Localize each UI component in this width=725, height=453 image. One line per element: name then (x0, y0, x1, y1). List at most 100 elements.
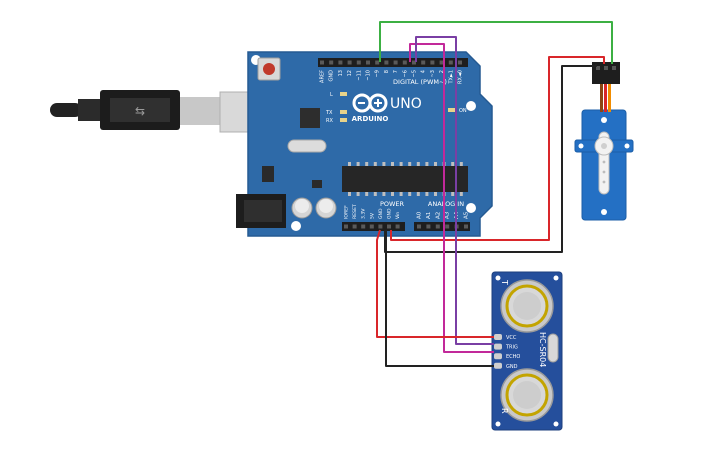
digital-pin-label: RX◄0 (458, 70, 464, 84)
power-pin[interactable] (395, 224, 400, 229)
wire-echo (415, 36, 494, 345)
board-model: UNO (390, 96, 422, 112)
mount-hole (291, 221, 301, 231)
led-on (448, 108, 456, 112)
sensor-crystal (547, 333, 559, 363)
sensor-pin[interactable] (494, 362, 502, 369)
analog-pin-label: A5 (464, 211, 470, 219)
digital-pin[interactable] (448, 60, 453, 65)
chip-leg (382, 162, 386, 166)
chip-leg (459, 192, 463, 196)
servo-screw (601, 209, 607, 215)
reset-button-cap[interactable] (263, 63, 275, 75)
arduino-logo-icon (352, 93, 388, 113)
power-pin-label: 5V (369, 212, 375, 219)
power-pin[interactable] (387, 224, 391, 229)
digital-pin[interactable] (421, 60, 426, 65)
board-brand: ARDUINO (352, 115, 389, 123)
wire-sensor-vcc (376, 229, 494, 338)
sensor-pin[interactable] (494, 353, 502, 360)
digital-pin-label: GND (329, 70, 335, 82)
power-pin[interactable] (361, 224, 366, 229)
chip-leg (434, 162, 437, 166)
digital-pin[interactable] (375, 60, 380, 65)
power-pin[interactable] (344, 224, 348, 229)
servo-lead-brown (600, 82, 603, 112)
usb-icon: ⇆ (135, 104, 145, 118)
digital-pin[interactable] (356, 60, 361, 65)
chip-leg (391, 162, 394, 166)
servo-screw (601, 117, 607, 123)
voltage-regulator (262, 166, 274, 182)
power-pin[interactable] (352, 224, 357, 229)
power-pin[interactable] (378, 224, 383, 229)
usb-cable-strain (50, 103, 82, 117)
chip-leg (451, 162, 455, 166)
digital-pin[interactable] (366, 60, 370, 65)
digital-pin[interactable] (393, 60, 398, 65)
digital-header-label: DIGITAL (PWM~) (393, 78, 447, 86)
wires (376, 21, 613, 367)
digital-pin[interactable] (458, 60, 462, 65)
analog-header-socket (414, 222, 470, 231)
digital-pin[interactable] (412, 60, 416, 65)
chip-leg (408, 162, 412, 166)
chip-leg (382, 192, 386, 196)
digital-pin[interactable] (347, 60, 352, 65)
sensor-side-t: T (500, 279, 509, 285)
chip-leg (451, 192, 455, 196)
digital-pin[interactable] (329, 60, 334, 65)
servo-horn-icon (594, 131, 614, 195)
digital-pin-label: ~3 (430, 70, 436, 77)
digital-pin[interactable] (430, 60, 435, 65)
chip-leg (373, 192, 377, 196)
digital-pin-label: 4 (421, 70, 427, 73)
usb-plug-metal (180, 97, 220, 125)
digital-pin-label: ~5 (412, 70, 418, 77)
power-pin-label: Vin (395, 212, 401, 219)
chip-leg (356, 162, 360, 166)
chip-leg (365, 162, 369, 166)
analog-pin[interactable] (426, 224, 431, 229)
transducer-bottom-icon (500, 368, 554, 422)
wire-servo-signal (379, 21, 613, 64)
power-pin[interactable] (369, 224, 374, 229)
digital-pin[interactable] (384, 60, 389, 65)
crystal-oscillator (287, 139, 327, 153)
digital-pin-label: ~11 (356, 70, 362, 81)
analog-pin[interactable] (417, 224, 421, 229)
analog-pin-label: A3 (445, 211, 451, 219)
digital-pin[interactable] (439, 60, 444, 65)
digital-pin-label: 12 (347, 70, 353, 76)
led-on-label: ON (459, 108, 467, 114)
digital-pin[interactable] (402, 60, 407, 65)
led-tx (340, 110, 347, 114)
digital-header-pins (320, 60, 462, 65)
digital-pin-label: TX►1 (448, 70, 454, 85)
chip-leg (348, 192, 351, 196)
chip-leg (416, 192, 420, 196)
digital-pin[interactable] (320, 60, 324, 65)
chip-leg (425, 162, 429, 166)
servo-motor (574, 62, 634, 221)
digital-header-socket (318, 58, 468, 67)
chip-leg (391, 192, 394, 196)
digital-pin[interactable] (338, 60, 343, 65)
analog-pin-label: A4 (454, 211, 460, 219)
chip-leg (399, 162, 403, 166)
sensor-pin[interactable] (494, 343, 502, 350)
power-pin-label: 3.3V (361, 208, 367, 219)
sensor-model: HC-SR04 (538, 332, 547, 367)
analog-pin[interactable] (445, 224, 450, 229)
analog-pin[interactable] (464, 224, 468, 229)
analog-pin[interactable] (435, 224, 440, 229)
digital-pin-label: AREF (320, 70, 326, 83)
mount-hole (466, 203, 476, 213)
sensor-pin[interactable] (494, 334, 502, 340)
usb-cable-neck (78, 99, 102, 121)
sensor-pin-label: ECHO (506, 354, 520, 360)
transducer-top-icon (500, 279, 554, 333)
